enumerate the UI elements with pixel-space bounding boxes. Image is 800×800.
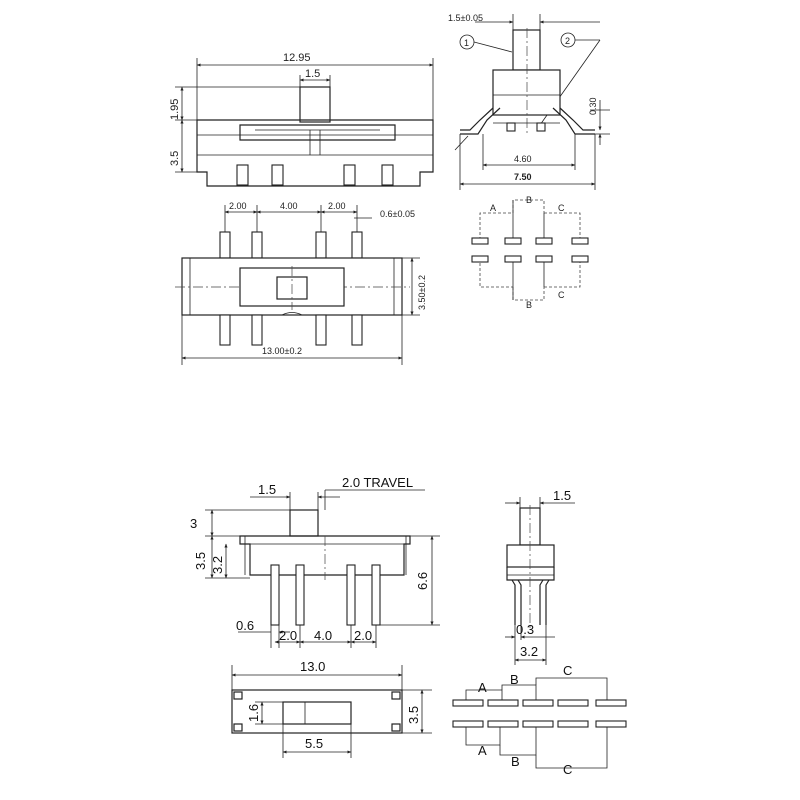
bottom-pad-layout: A B C A B C: [452, 663, 627, 777]
pad-label-c-top: C: [558, 203, 565, 213]
dim-pitch-a: 2.00: [229, 201, 247, 211]
dim-pitch-b-b: 4.0: [314, 628, 332, 643]
dim-actuator-width: 1.5: [305, 68, 320, 80]
dim-body-height: 3.5: [169, 151, 181, 166]
bottom-end-view: 1.5 0.3 3.2: [505, 488, 575, 665]
callout-1: 1: [464, 38, 469, 48]
pad-label-c-bottom: C: [558, 290, 565, 300]
top-end-view: 1.5±0.05 1 2 0.30 4.60: [448, 13, 610, 190]
dim-actuator-width-c: 1.5: [553, 488, 571, 503]
dim-actuator-tol: 1.5±0.05: [448, 13, 483, 23]
pad-label-b-bottom: B: [526, 300, 532, 310]
dim-travel: 2.0 TRAVEL: [342, 475, 413, 490]
dim-body-length: 13.00±0.2: [262, 346, 302, 356]
pad-b-label-b-top: B: [510, 672, 519, 687]
top-side-view: 12.95 1.5 1.95 3.5: [169, 52, 434, 187]
callout-2: 2: [565, 36, 570, 46]
dim-pin-thickness: 0.3: [516, 622, 534, 637]
pad-b-label-b-bottom: B: [511, 754, 520, 769]
bottom-plan-view: 13.0 1.6 3.5 5.5: [231, 659, 432, 758]
dim-pitch-c: 2.00: [328, 201, 346, 211]
dim-outer-width: 7.50: [514, 172, 532, 182]
pad-b-label-c-top: C: [563, 663, 572, 678]
dim-inner-width: 4.60: [514, 154, 532, 164]
top-pad-layout: A B C B C: [471, 195, 589, 310]
dim-body-inner: 3.2: [210, 556, 225, 574]
pad-b-label-c-bottom: C: [563, 762, 572, 777]
dim-actuator-height-b: 3: [190, 516, 197, 531]
dim-actuator-width-b: 1.5: [258, 482, 276, 497]
dim-pin-span: 3.2: [520, 644, 538, 659]
dim-thickness: 0.30: [588, 97, 598, 115]
dim-pitch-c-b: 2.0: [354, 628, 372, 643]
dim-pitch-a-b: 2.0: [279, 628, 297, 643]
dim-overall-height: 6.6: [415, 572, 430, 590]
dim-width-overall: 12.95: [283, 52, 311, 64]
dim-pin-width-b: 0.6: [236, 618, 254, 633]
dim-slot-length: 5.5: [305, 736, 323, 751]
dim-body-outer: 3.5: [193, 552, 208, 570]
dim-body-depth: 3.50±0.2: [417, 275, 427, 310]
mid-top-view: 2.00 4.00 2.00 0.6±0.05 3.50±0.2 13.00±0: [175, 201, 427, 365]
pad-label-a-top: A: [490, 203, 496, 213]
pad-label-b-top: B: [526, 195, 532, 205]
dim-pin-width: 0.6±0.05: [380, 209, 415, 219]
dim-plan-length: 13.0: [300, 659, 325, 674]
dim-pitch-b: 4.00: [280, 201, 298, 211]
pad-b-label-a-top: A: [478, 680, 487, 695]
dim-slot-height: 1.6: [246, 704, 261, 722]
pad-b-label-a-bottom: A: [478, 743, 487, 758]
dim-actuator-height: 1.95: [169, 99, 181, 120]
dim-plan-depth: 3.5: [406, 706, 421, 724]
bottom-side-view: 1.5 2.0 TRAVEL 3 3.5 3.2 6.6: [190, 475, 440, 648]
